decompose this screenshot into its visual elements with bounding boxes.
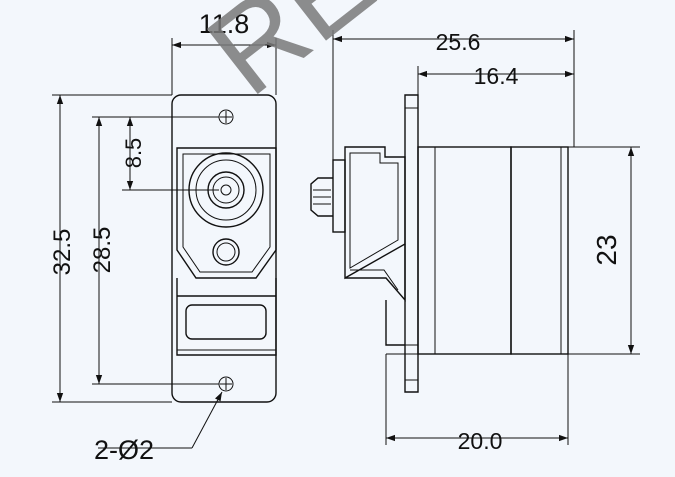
dim-label-8-5: 8.5 (121, 138, 146, 169)
dim-label-28-5: 28.5 (89, 227, 116, 274)
side-mounting-tab (404, 94, 419, 393)
dim-body-length: 16.4 (417, 63, 574, 147)
mounting-hole-bottom (218, 376, 234, 392)
watermark-text: RE (184, 0, 398, 120)
dim-overall-height: 32.5 (49, 94, 172, 403)
front-mounting-plate (171, 94, 277, 403)
front-view (171, 94, 277, 403)
front-upper-housing-inner (182, 153, 271, 273)
side-gear-boss (332, 159, 346, 233)
dim-height-right: 23 (568, 146, 640, 355)
side-upper-case (344, 146, 406, 280)
dim-label-16-4: 16.4 (474, 63, 519, 89)
dim-side-length: 25.6 (332, 29, 575, 160)
idler-boss-outer (212, 238, 240, 266)
dim-width-top: 11.8 (171, 9, 277, 95)
hole-callout: 2-Ø2 (94, 391, 223, 465)
dim-label-25-6: 25.6 (436, 29, 481, 55)
hole-callout-label: 2-Ø2 (94, 435, 154, 465)
side-main-body (417, 146, 512, 355)
front-lower-housing (176, 278, 277, 356)
dim-label-23: 23 (591, 234, 622, 265)
output-shaft-center (220, 184, 232, 196)
dim-bottom-length: 20.0 (385, 354, 569, 454)
mounting-hole-top (218, 109, 234, 125)
dim-label-32-5: 32.5 (49, 229, 76, 276)
front-label-window (185, 304, 267, 340)
dim-shaft-offset: 8.5 (121, 117, 219, 191)
side-bottom-cover (510, 146, 569, 355)
side-angled-flange (345, 244, 406, 302)
side-view (310, 94, 569, 393)
dim-label-20-0: 20.0 (458, 428, 503, 454)
front-upper-housing (176, 147, 277, 279)
side-output-spline (310, 177, 333, 217)
dim-hole-pitch: 28.5 (89, 116, 219, 385)
dim-label-11-8: 11.8 (199, 9, 250, 39)
side-upper-case-inner (349, 152, 399, 269)
side-angled-flange-inner (350, 269, 399, 291)
idler-boss-inner (216, 242, 236, 262)
side-lower-flange (385, 300, 405, 346)
